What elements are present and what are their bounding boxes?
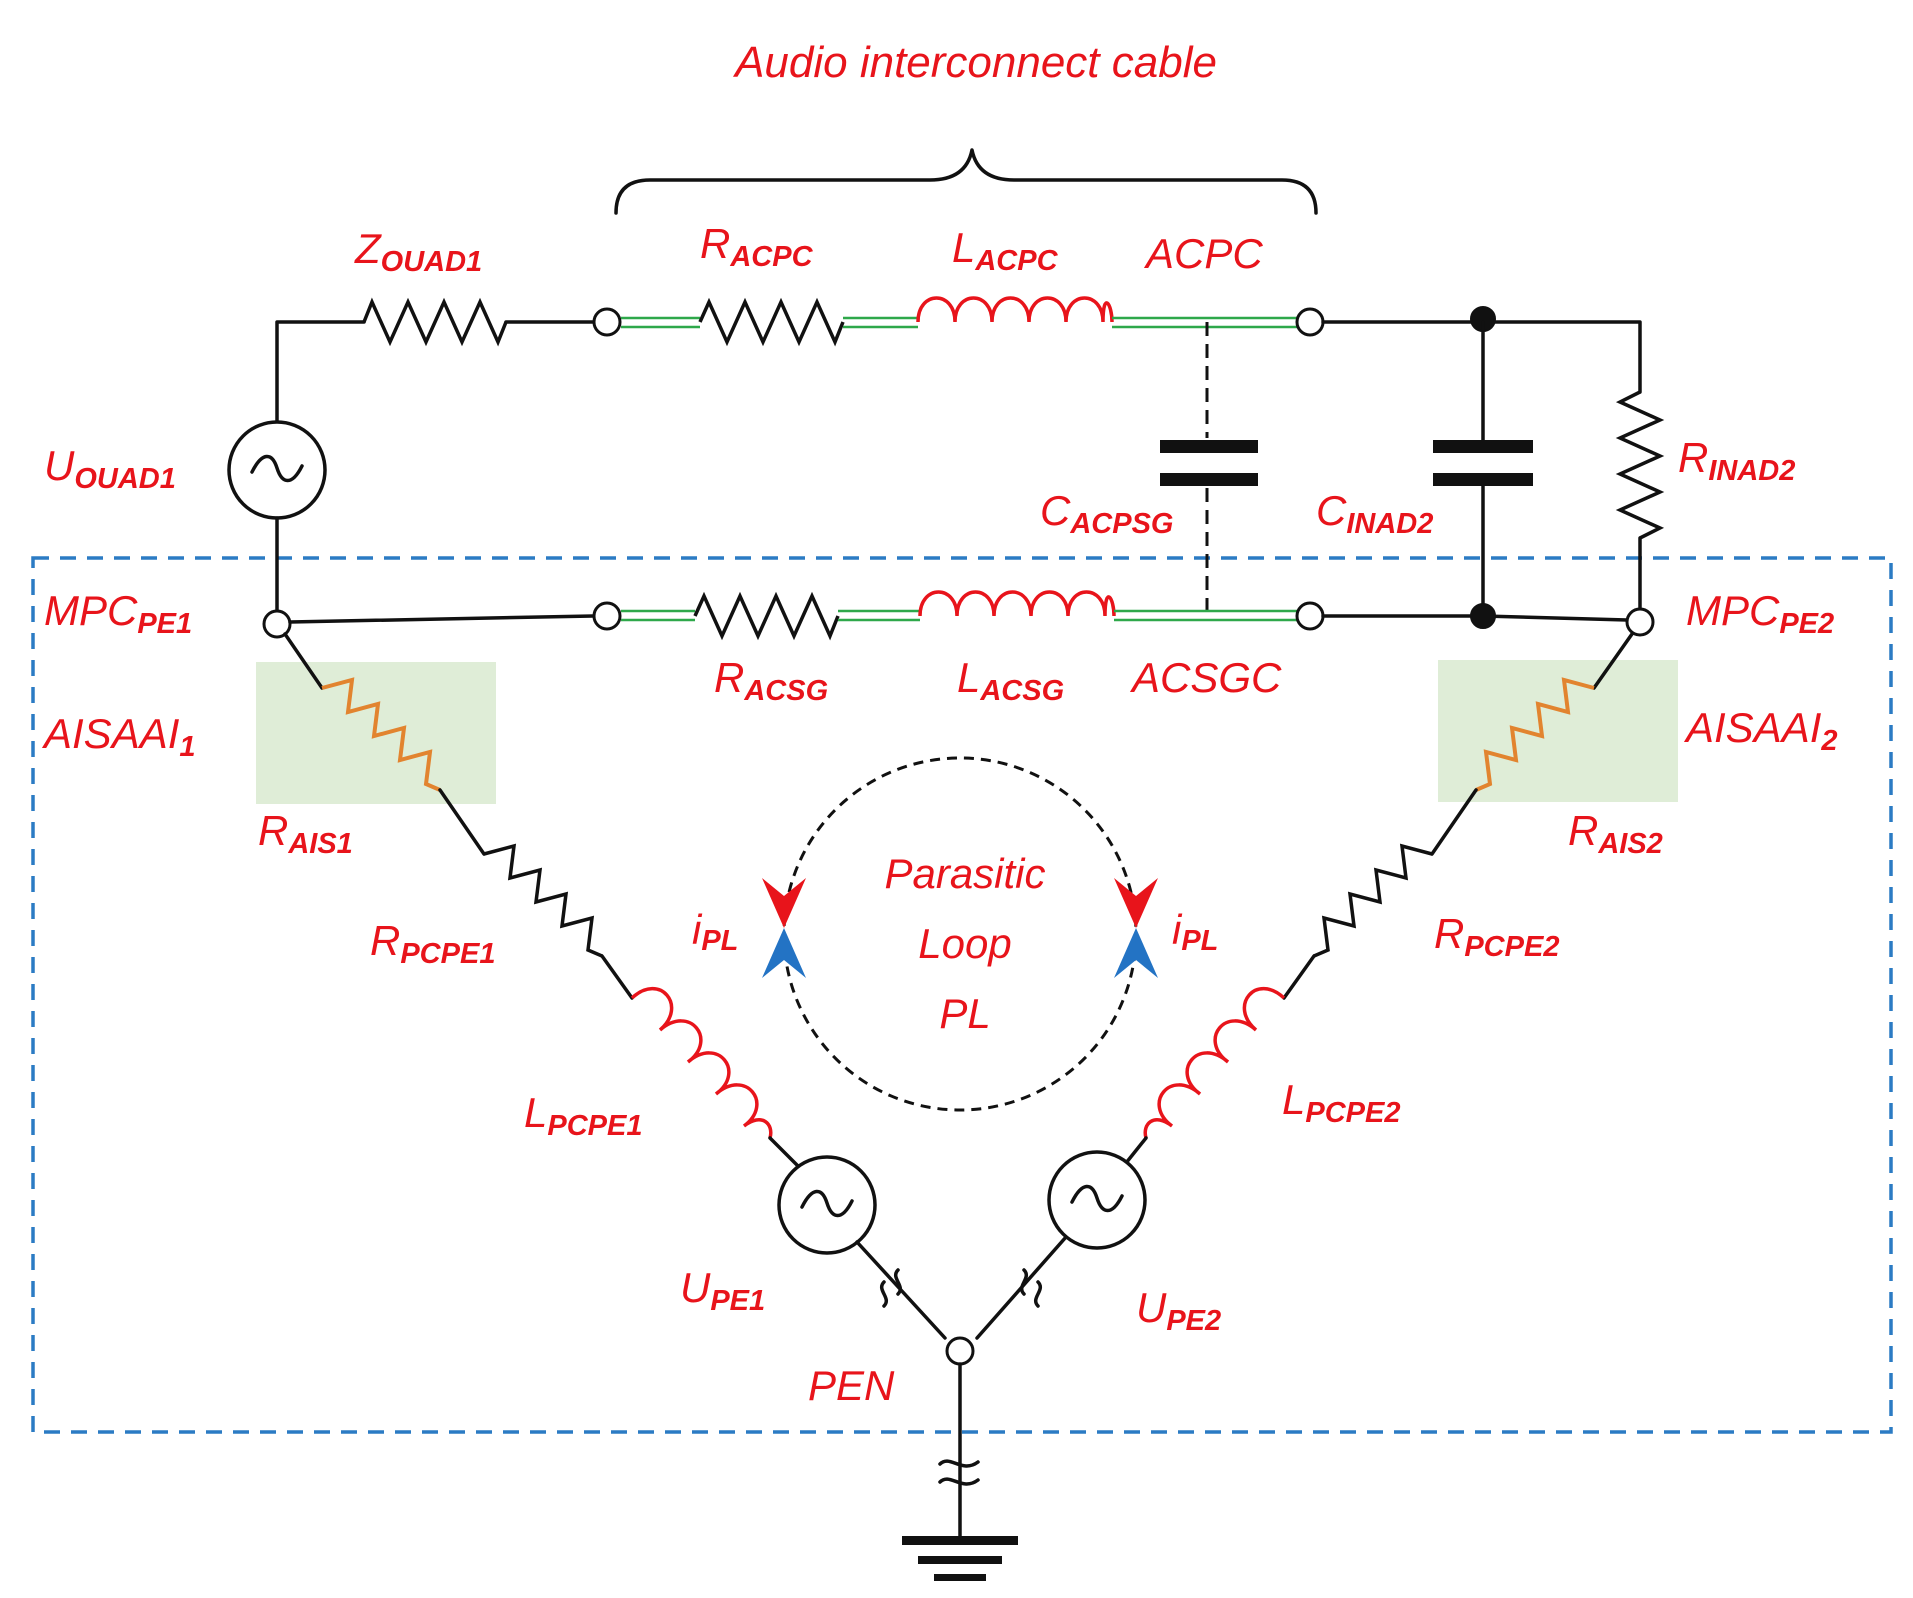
node-mpc-pe2	[1625, 607, 1655, 637]
cable-acsg-seg2	[838, 609, 920, 622]
label-u-ouad1: UOUAD1	[44, 442, 176, 495]
cable-acpc-seg3	[1112, 316, 1298, 329]
ground-bar-3	[934, 1574, 986, 1581]
label-c-acpsg: CACPSG	[1040, 487, 1173, 540]
label-l-acpc: LACPC	[952, 224, 1059, 277]
wire-top-right	[1321, 320, 1642, 394]
wire-top-left	[275, 320, 366, 443]
cap-c-inad2-plate2	[1433, 473, 1533, 486]
break-mark-upe1	[880, 1268, 902, 1308]
wire-mpc1-to-acsg	[288, 614, 595, 624]
label-l-pcpe2: LPCPE2	[1282, 1076, 1400, 1129]
label-r-acsg: RACSG	[714, 654, 828, 707]
cable-acpc-seg1	[621, 316, 700, 329]
wire-rpcpe2-to-lpcpe2	[1282, 954, 1316, 1000]
current-arrow-right-red	[1114, 878, 1158, 928]
node-mpc-pe1	[262, 609, 292, 639]
resistor-r-inad2	[1615, 390, 1665, 540]
label-pen: PEN	[808, 1362, 895, 1409]
ground-bar-2	[918, 1556, 1002, 1564]
label-r-ais2: RAIS2	[1568, 807, 1663, 860]
cable-acpc-seg2	[843, 316, 918, 329]
node-acpc-left	[592, 307, 622, 337]
resistor-r-pcpe2	[1313, 843, 1433, 958]
wire-rais2-to-rpcpe2	[1430, 788, 1478, 856]
label-mpc-pe2: MPCPE2	[1686, 587, 1834, 640]
inductor-l-pcpe1	[630, 986, 773, 1139]
cable-brace	[614, 148, 1318, 215]
label-acsgc: ACSGC	[1129, 654, 1282, 701]
resistor-r-ais2	[1475, 677, 1595, 792]
cable-acsg-seg1	[621, 609, 695, 622]
current-arrow-left-red	[762, 878, 806, 928]
label-u-pe1: UPE1	[680, 1264, 765, 1317]
inductor-l-acpc	[916, 296, 1114, 323]
loop-label-line3: PL	[939, 990, 990, 1037]
cap-c-acpsg-plate1	[1160, 440, 1258, 453]
cap-c-inad2-plate1	[1433, 440, 1533, 453]
loop-label-line1: Parasitic	[884, 850, 1045, 897]
cap-c-acpsg-plate2	[1160, 473, 1258, 486]
label-z-ouad1: ZOUAD1	[354, 225, 482, 278]
node-acsg-left	[592, 601, 622, 631]
label-r-pcpe2: RPCPE2	[1434, 910, 1559, 963]
current-arrow-right-blue	[1114, 928, 1158, 978]
resistor-z-ouad1	[362, 297, 508, 347]
break-mark-pen	[938, 1459, 980, 1486]
label-c-inad2: CINAD2	[1316, 487, 1433, 540]
label-r-ais1: RAIS1	[258, 807, 353, 860]
label-r-acpc: RACPC	[700, 220, 814, 273]
source-u-pe1-wave	[800, 1189, 854, 1218]
node-acpc-right	[1295, 307, 1325, 337]
wire-rpcpe1-to-lpcpe1	[600, 954, 634, 1000]
label-r-pcpe1: RPCPE1	[370, 917, 495, 970]
label-l-pcpe1: LPCPE1	[524, 1089, 642, 1142]
loop-label-line2: Loop	[918, 920, 1011, 967]
inductor-l-acsg	[918, 590, 1116, 617]
resistor-r-acpc	[698, 297, 845, 347]
resistor-r-acsg	[693, 591, 840, 641]
label-r-inad2: RINAD2	[1678, 434, 1795, 487]
resistor-r-ais1	[321, 677, 441, 792]
label-i-pl-left: iPL	[692, 906, 738, 957]
wire-rais1-to-rpcpe1	[438, 788, 486, 856]
current-arrow-left-blue	[762, 928, 806, 978]
insulation-highlight-2	[1438, 660, 1678, 802]
label-acpc: ACPC	[1143, 230, 1263, 277]
resistor-r-pcpe1	[483, 843, 603, 958]
node-acsg-right	[1295, 601, 1325, 631]
wire-mpc2-to-rais2	[1592, 632, 1634, 690]
source-u-ouad1-wave	[250, 454, 304, 483]
junction-bottom	[1470, 603, 1496, 629]
label-l-acsg: LACSG	[957, 654, 1064, 707]
label-aisaai1: AISAAI1	[41, 710, 196, 763]
label-aisaai2: AISAAI2	[1683, 704, 1838, 757]
wire-mpc1-to-rais1	[283, 632, 324, 690]
cable-title: Audio interconnect cable	[732, 38, 1217, 87]
node-pen	[945, 1336, 975, 1366]
label-u-pe2: UPE2	[1136, 1284, 1221, 1337]
inductor-l-pcpe2	[1143, 986, 1286, 1139]
break-mark-upe2	[1020, 1268, 1042, 1308]
label-i-pl-right: iPL	[1172, 906, 1218, 957]
cable-acsg-seg3	[1114, 609, 1298, 622]
ground-bar-1	[902, 1536, 1018, 1545]
label-mpc-pe1: MPCPE1	[44, 587, 192, 640]
grounded-boundary-box	[31, 556, 1893, 1434]
source-u-pe2-wave	[1070, 1184, 1124, 1213]
